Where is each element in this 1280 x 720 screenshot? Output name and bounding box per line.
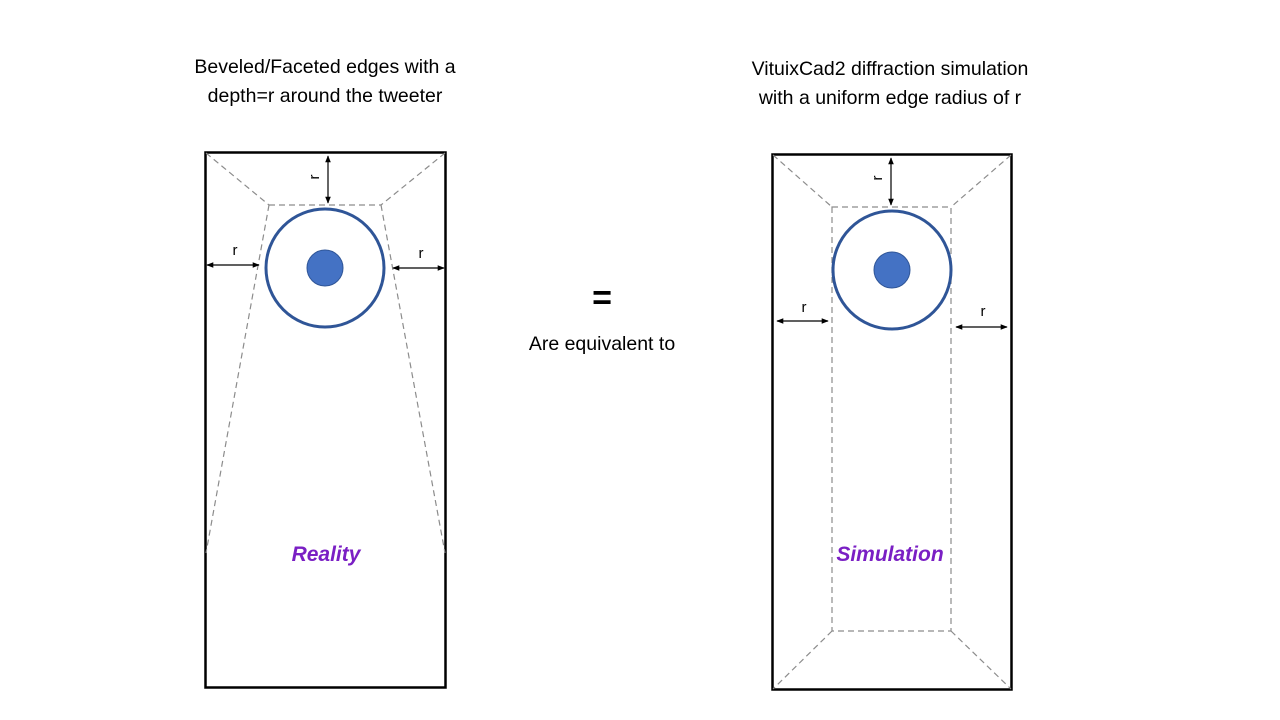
reality-bevel-lines (205, 152, 446, 554)
simulation-baffle-outline (771, 153, 1013, 691)
reality-left-dimension-label: r (233, 242, 238, 259)
reality-tweeter-ring (264, 207, 386, 329)
left-heading-line-2: depth=r around the tweeter (207, 85, 443, 107)
simulation-tweeter-ring (831, 209, 953, 331)
right-heading-line-2: with a uniform edge radius of r (758, 87, 1022, 109)
reality-caption: Reality (291, 543, 361, 566)
reality-diagram: r r r (204, 151, 447, 689)
right-heading-line-1: VituixCad2 diffraction simulation (751, 58, 1029, 80)
simulation-left-dimension-label: r (802, 299, 807, 316)
left-heading-line-1: Beveled/Faceted edges with a (194, 56, 456, 78)
reality-baffle-outline (204, 151, 447, 689)
right-heading: VituixCad2 diffraction simulation with a… (690, 55, 1090, 113)
simulation-caption: Simulation (836, 543, 944, 566)
reality-tweeter-dome (306, 249, 344, 287)
equivalence-text: Are equivalent to (528, 333, 676, 355)
simulation-right-dimension-label: r (981, 303, 986, 320)
simulation-top-dimension-label: r (869, 176, 886, 181)
reality-right-dimension-label: r (419, 245, 424, 262)
reality-top-dimension-label: r (306, 175, 323, 180)
left-heading: Beveled/Faceted edges with a depth=r aro… (125, 53, 525, 111)
simulation-bevel-lines (772, 154, 1012, 690)
simulation-tweeter-dome (873, 251, 911, 289)
equals-sign: = (592, 279, 612, 317)
simulation-diagram: r r r (771, 153, 1013, 691)
